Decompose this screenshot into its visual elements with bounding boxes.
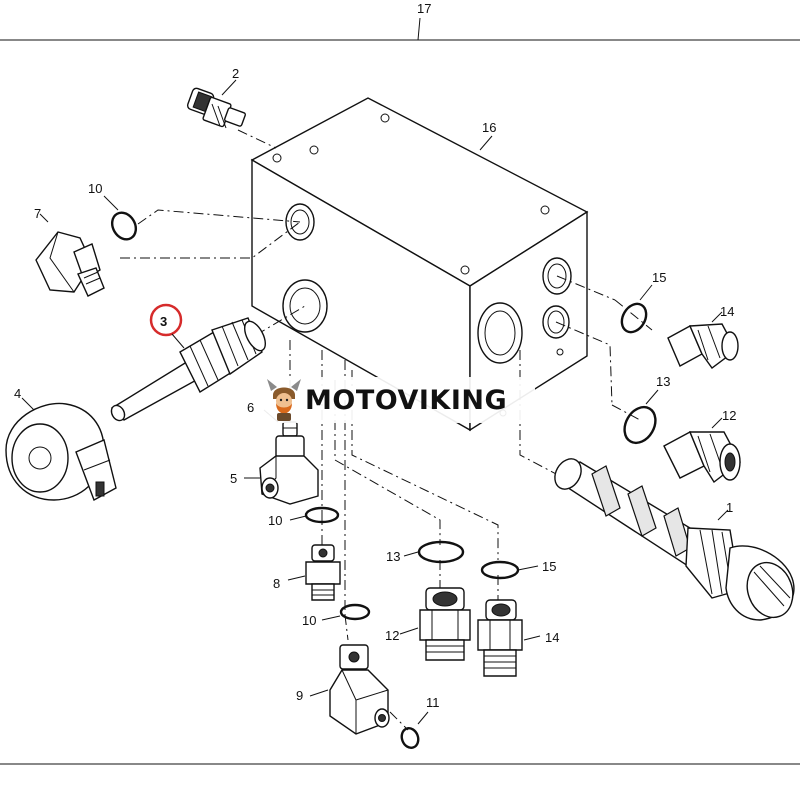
part-14-adapter-upper (667, 323, 739, 369)
part-10-oring-middle (304, 506, 340, 524)
leader-10-lower (321, 615, 341, 621)
callout-15-upper: 15 (652, 270, 666, 285)
part-7-elbow-fitting (35, 231, 105, 297)
part-10-oring-upper (110, 211, 138, 241)
part-10-oring-lower (339, 603, 371, 621)
part-3-solenoid-cartridge (110, 317, 267, 422)
callout-10-upper: 10 (88, 181, 102, 196)
part-1-cartridge-valve (554, 458, 795, 621)
part-11-oring (400, 727, 420, 749)
part-8-adapter (305, 544, 341, 601)
leader-10-upper (103, 195, 119, 211)
callout-17: 17 (417, 1, 431, 16)
part-13-oring-lower (417, 540, 465, 564)
callout-2: 2 (232, 66, 239, 81)
leader-13-upper (645, 389, 659, 405)
part-5-elbow-fitting (259, 435, 319, 505)
leader-16 (479, 135, 493, 151)
leader-12-upper (711, 417, 723, 429)
leader-14-upper (711, 311, 723, 323)
callout-12-upper: 12 (722, 408, 736, 423)
leader-7 (39, 213, 49, 223)
callout-13-upper: 13 (656, 374, 670, 389)
part-4-solenoid-coil (5, 402, 117, 502)
callout-12-lower: 12 (385, 628, 399, 643)
leader-9 (309, 689, 329, 697)
watermark-banner: MOTOVIKING (263, 377, 535, 423)
leader-1 (717, 509, 729, 521)
callout-10-lower: 10 (302, 613, 316, 628)
part-2-plug (186, 87, 246, 129)
highlight-circle-3 (149, 303, 183, 337)
callout-4: 4 (14, 386, 21, 401)
callout-8: 8 (273, 576, 280, 591)
callout-11: 11 (426, 695, 440, 710)
leader-2 (221, 79, 237, 96)
part-6-adapter (282, 421, 298, 437)
callout-13-lower: 13 (386, 549, 400, 564)
callout-15-lower: 15 (542, 559, 556, 574)
callout-1: 1 (726, 500, 733, 515)
leader-12-lower (399, 627, 419, 635)
watermark-text: MOTOVIKING (305, 384, 508, 416)
callout-7: 7 (34, 206, 41, 221)
part-13-oring-upper (623, 405, 657, 445)
leader-4 (21, 397, 35, 411)
part-12-adapter-upper (663, 431, 741, 484)
part-9-elbow-fitting (329, 644, 390, 735)
valve-block (250, 97, 589, 432)
viking-mascot-logo-icon (267, 379, 301, 421)
callout-3: 3 (160, 314, 167, 329)
part-14-adapter-lower (477, 599, 523, 677)
leader-10-middle (289, 515, 307, 521)
part-15-oring-upper (620, 302, 648, 334)
callout-14-upper: 14 (720, 304, 734, 319)
leader-17 (417, 17, 421, 41)
leader-15-lower (517, 565, 539, 571)
leader-3 (171, 333, 185, 349)
leader-14-lower (523, 635, 541, 641)
part-12-adapter-lower (419, 587, 471, 661)
callout-5: 5 (230, 471, 237, 486)
callout-14-lower: 14 (545, 630, 559, 645)
leader-13-lower (403, 551, 419, 557)
leader-15-upper (639, 284, 653, 301)
callout-16: 16 (482, 120, 496, 135)
callout-10-middle: 10 (268, 513, 282, 528)
leader-8 (287, 575, 306, 581)
callout-6: 6 (247, 400, 254, 415)
callout-9: 9 (296, 688, 303, 703)
part-15-oring-lower (480, 560, 520, 580)
leader-11 (417, 711, 429, 725)
